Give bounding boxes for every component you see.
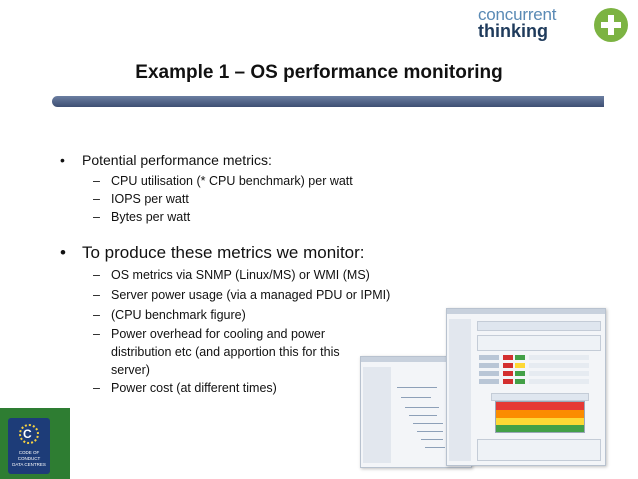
metrics-table — [479, 355, 597, 361]
logo-line1: concurrent — [478, 5, 557, 24]
bullet-dot: • — [60, 152, 65, 168]
bullet-2-item-3: –(CPU benchmark figure) — [93, 308, 246, 322]
bullet-1-item-2: –IOPS per watt — [93, 192, 189, 206]
screenshot-monitoring-panel — [446, 308, 606, 466]
badge-line2: CONDUCT — [17, 456, 41, 461]
badge-c-icon: C — [23, 427, 32, 441]
bullet-2-item-4-cont-2: server) — [111, 363, 150, 377]
bullet-1-label: Potential performance metrics: — [82, 152, 272, 168]
bullet-2-item-1: –OS metrics via SNMP (Linux/MS) or WMI (… — [93, 268, 370, 282]
bullet-2-item-2: –Server power usage (via a managed PDU o… — [93, 288, 391, 302]
badge-line1: CODE OF — [18, 450, 40, 455]
bullet-2-item-5: –Power cost (at different times) — [93, 381, 277, 395]
bullet-1: • Potential performance metrics: — [60, 152, 272, 168]
code-of-conduct-badge: C CODE OF CONDUCT DATA CENTRES — [8, 418, 50, 474]
logo-line2: thinking — [478, 21, 548, 41]
badge-line3: DATA CENTRES — [12, 462, 46, 467]
eu-stars-icon — [19, 424, 39, 444]
concurrent-thinking-logo: concurrent thinking — [478, 6, 628, 46]
logo-wordmark: concurrent thinking — [478, 5, 557, 41]
bullet-1-item-1: –CPU utilisation (* CPU benchmark) per w… — [93, 174, 353, 188]
logo-plus-icon — [594, 8, 628, 42]
bullet-2: • To produce these metrics we monitor: — [60, 243, 365, 263]
bullet-2-label: To produce these metrics we monitor: — [82, 243, 365, 262]
bullet-2-item-4-cont-1: distribution etc (and apportion this for… — [111, 345, 340, 359]
slide-title: Example 1 – OS performance monitoring — [135, 62, 503, 83]
bullet-dot: • — [60, 243, 66, 262]
bullet-1-item-3: –Bytes per watt — [93, 210, 191, 224]
bullet-2-item-4: –Power overhead for cooling and power — [93, 327, 326, 341]
title-divider-bar — [52, 96, 604, 107]
heatmap-graph — [495, 401, 585, 433]
